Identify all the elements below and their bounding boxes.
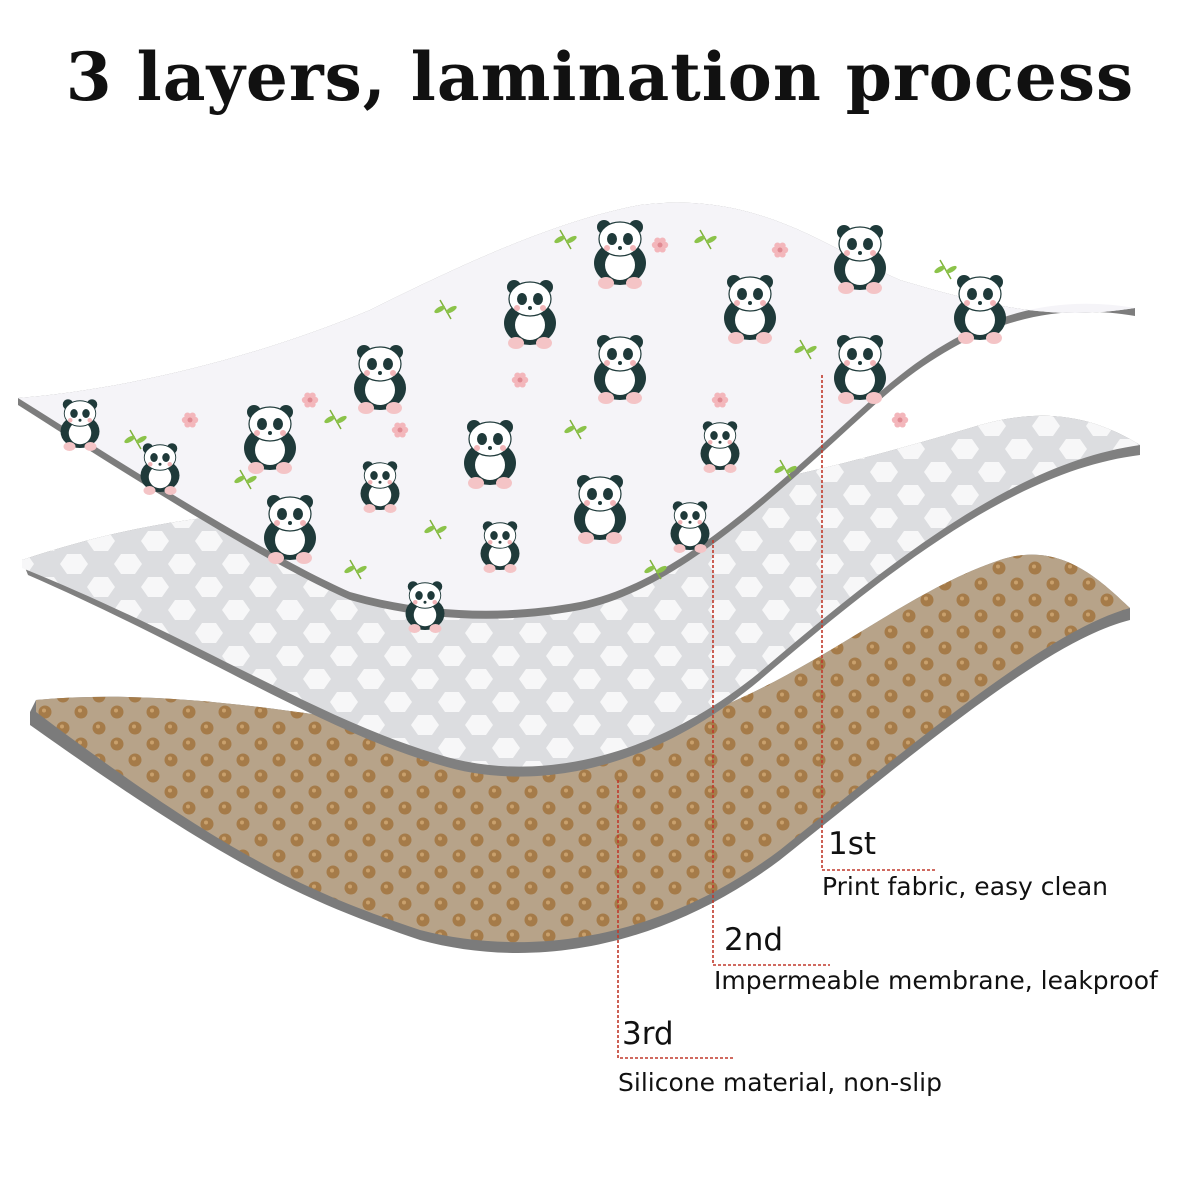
panda-icon — [834, 225, 886, 294]
layer-1-number: 1st — [828, 826, 876, 862]
layer-1-description: Print fabric, easy clean — [822, 872, 1108, 901]
bamboo-leaf-icon — [930, 255, 960, 285]
panda-icon — [354, 345, 406, 414]
panda-icon — [594, 220, 646, 289]
panda-icon — [594, 335, 646, 404]
panda-icon — [406, 581, 445, 633]
panda-icon — [464, 420, 516, 489]
flower-icon — [892, 412, 908, 427]
panda-icon — [671, 501, 710, 553]
panda-icon — [481, 521, 520, 573]
panda-icon — [701, 421, 740, 473]
page-title: 3 layers, lamination process — [0, 38, 1200, 116]
panda-icon — [574, 475, 626, 544]
layer-2-description: Impermeable membrane, leakproof — [714, 966, 1158, 995]
layer-3-description: Silicone material, non-slip — [618, 1068, 942, 1097]
panda-icon — [724, 275, 776, 344]
panda-icon — [264, 495, 316, 564]
panda-icon — [504, 280, 556, 349]
panda-icon — [244, 405, 296, 474]
panda-icon — [361, 461, 400, 513]
panda-icon — [954, 275, 1006, 344]
layer-2-number: 2nd — [724, 922, 783, 958]
panda-icon — [61, 399, 100, 451]
panda-icon — [834, 335, 886, 404]
panda-icon — [141, 443, 180, 495]
layer-3-number: 3rd — [622, 1016, 674, 1052]
